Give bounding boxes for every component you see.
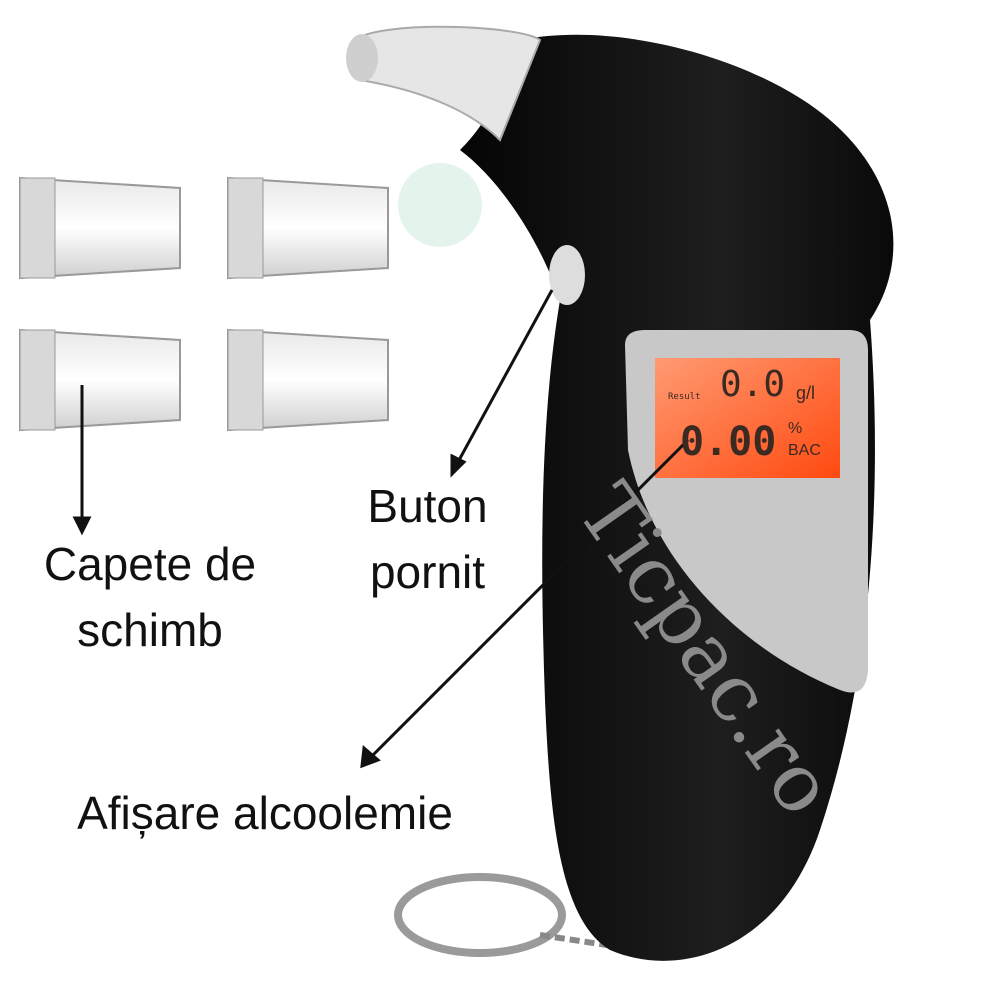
label-spare-tips: Capete de schimb [20,536,280,658]
lcd-top-value: 0.0 [720,364,786,405]
lcd-screen [655,358,840,478]
label-power-button: Buton pornit [345,478,510,600]
label-line: schimb [77,604,223,656]
lcd-bottom-value: 0.00 [680,419,777,465]
lcd-percent: % [788,420,803,437]
lcd-top-unit: g/l [796,383,816,403]
lcd-bac: BAC [788,442,821,459]
label-line: Capete de [43,538,257,590]
spare-tips [19,176,389,432]
power-button [549,245,585,305]
annotation-arrows [72,289,690,769]
mouthpiece [353,25,542,142]
lcd-result-label: Result [668,392,701,402]
label-line: Buton [367,480,488,532]
label-display: Afișare alcoolemie [77,787,453,839]
label-line: pornit [369,546,486,598]
watermark-logo [398,163,482,247]
